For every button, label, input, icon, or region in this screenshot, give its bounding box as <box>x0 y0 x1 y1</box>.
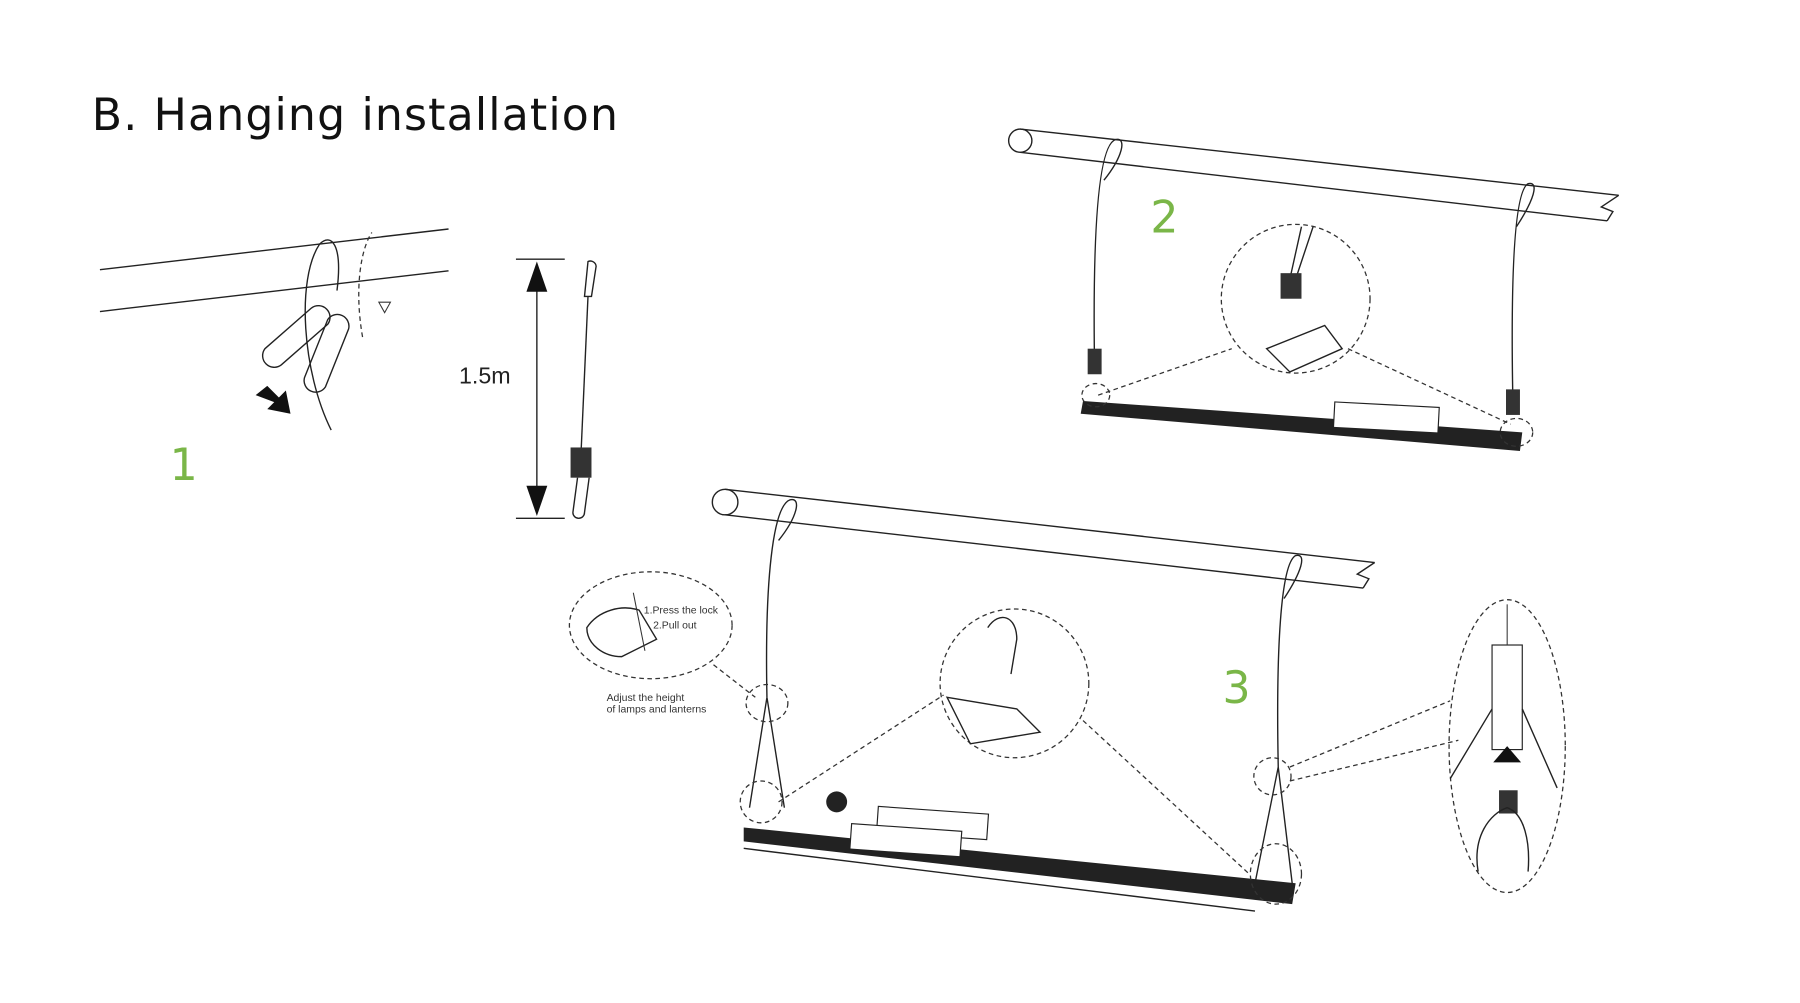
step-number-3: 3 <box>1222 663 1250 714</box>
arrow-icon <box>255 385 291 414</box>
step-1-illustration: 1 <box>99 228 449 491</box>
step-number-2: 2 <box>1150 192 1178 243</box>
callout-adjust-line1: Adjust the height <box>607 693 685 704</box>
page-title: B. Hanging installation <box>92 90 619 141</box>
callout-adjust-line2: of lamps and lanterns <box>607 704 707 715</box>
step-3-illustration: 1.Press the lock 2.Pull out Adjust the h… <box>568 488 1566 912</box>
callout-pull-out: 2.Pull out <box>653 621 697 632</box>
step-number-1: 1 <box>170 440 198 491</box>
callout-press-lock: 1.Press the lock <box>644 606 719 617</box>
step-2-illustration: 2 <box>1007 128 1620 451</box>
length-label: 1.5m <box>459 363 511 389</box>
hanger-length-illustration: 1.5m <box>459 258 597 520</box>
